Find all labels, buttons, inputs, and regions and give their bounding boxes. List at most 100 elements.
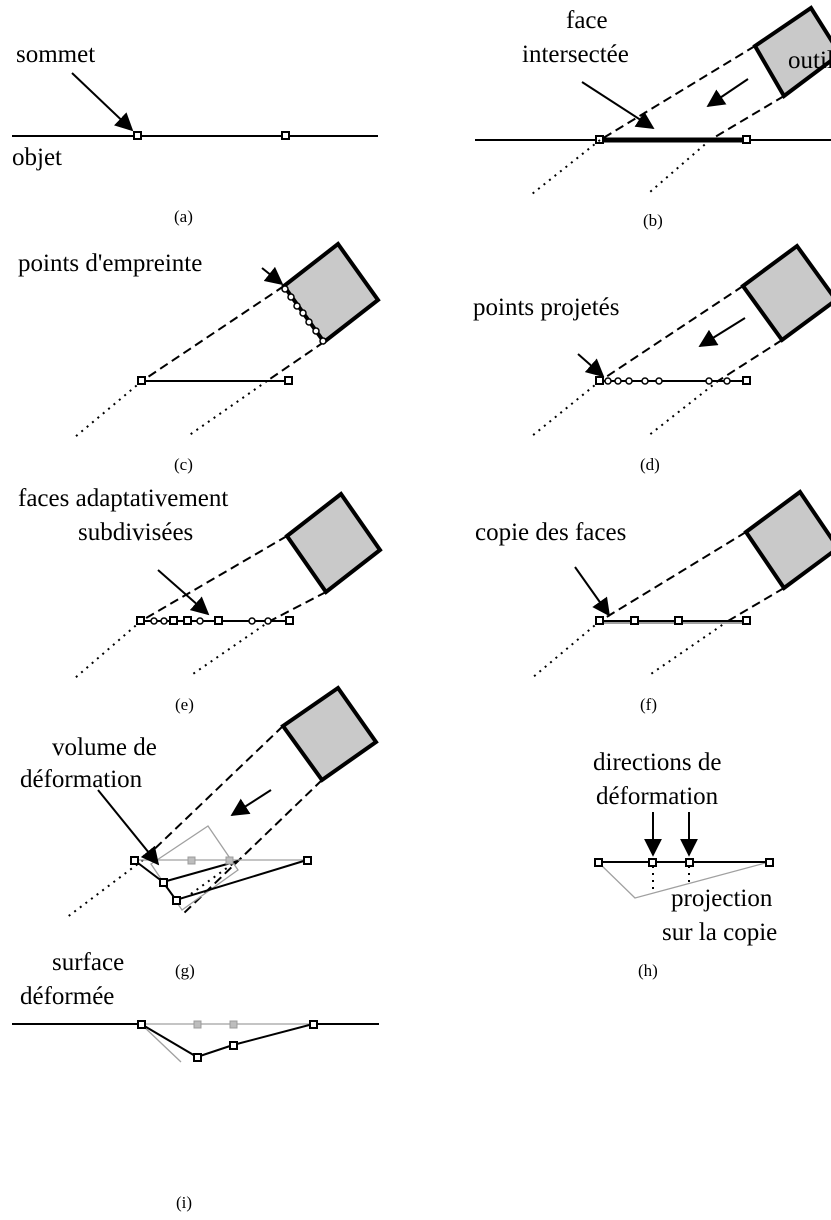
sweep-dashed-line (727, 587, 785, 622)
vertex-marker (742, 376, 751, 385)
sweep-dashed-line (599, 285, 744, 382)
copy-vertex-marker (225, 856, 234, 865)
copy-vertex-marker (229, 1020, 238, 1029)
vertex-marker (595, 376, 604, 385)
original-edge-line (140, 1023, 182, 1063)
projected-arrow (577, 353, 605, 378)
vertex-marker (742, 616, 751, 625)
label-deformation-h: déformation (596, 783, 719, 810)
vertex-marker (594, 858, 603, 867)
vertex-marker (130, 856, 139, 865)
vertex-marker (765, 858, 774, 867)
caption-a: (a) (174, 207, 193, 226)
copy-projection-line (597, 861, 770, 899)
sweep-dotted-line (187, 859, 239, 897)
tool-block (281, 241, 381, 345)
vertex-marker (648, 858, 657, 867)
projected-point (614, 377, 622, 385)
sweep-dashed-line (181, 779, 323, 916)
vertex-marker (159, 878, 168, 887)
panel-g: volume de déformation (g) (20, 685, 379, 980)
sweep-dashed-line (266, 341, 325, 382)
vertex-marker (183, 616, 192, 625)
sweep-dashed-line (709, 95, 785, 141)
copy-arrow (574, 566, 611, 617)
label-sommet: sommet (16, 41, 95, 68)
vertex-marker (137, 376, 146, 385)
imprint-point (312, 327, 320, 335)
label-faces-adaptativement: faces adaptativement (18, 485, 228, 512)
projected-point (625, 377, 633, 385)
copy-vertex-marker (187, 856, 196, 865)
vertex-marker (281, 131, 290, 140)
sweep-dotted-line (647, 620, 729, 677)
label-intersectee: intersectée (522, 41, 629, 68)
subdivision-point (264, 617, 272, 625)
sweep-dotted-line (189, 620, 271, 677)
vertex-marker (674, 616, 683, 625)
sweep-dashed-line (717, 339, 783, 382)
vertex-marker (137, 1020, 146, 1029)
imprint-point (319, 337, 327, 345)
motion-arrow (698, 317, 746, 347)
sweep-dashed-line (140, 535, 288, 622)
sweep-dotted-line (74, 380, 143, 438)
panel-b: face intersectée outil (b) (475, 5, 831, 230)
sweep-dotted-line (187, 380, 268, 437)
subdivision-point (150, 617, 158, 625)
vertex-marker (172, 896, 181, 905)
projected-point (655, 377, 663, 385)
panel-e: faces adaptativement subdivisées (e) (18, 485, 383, 714)
panel-f: copie des faces (f) (475, 489, 831, 714)
tool-block (740, 243, 831, 343)
sweep-dashed-line (142, 725, 284, 861)
volume-arrow (97, 789, 160, 866)
projected-point (641, 377, 649, 385)
sweep-dotted-line (74, 620, 142, 679)
panel-c: points d'empreinte (c) (18, 241, 381, 474)
label-copie-des-faces: copie des faces (475, 519, 626, 546)
imprint-point (293, 302, 301, 310)
vertex-marker (193, 1053, 202, 1062)
sweep-dotted-line (649, 139, 711, 193)
panel-a: sommet objet (a) (12, 41, 378, 226)
vertex-marker (595, 616, 604, 625)
deformed-surface (12, 1023, 379, 1059)
subdivision-point (196, 617, 204, 625)
subdivision-point (248, 617, 256, 625)
motion-arrow (706, 78, 749, 108)
caption-b: (b) (643, 211, 663, 230)
label-sur-la-copie: sur la copie (662, 919, 777, 946)
sweep-dashed-line (599, 531, 747, 622)
projected-point (723, 377, 731, 385)
caption-d: (d) (640, 455, 660, 474)
panel-i: surface déformée (i) (12, 949, 379, 1212)
sweep-dashed-line (141, 285, 285, 382)
vertex-marker (303, 856, 312, 865)
tool-block (752, 5, 831, 99)
copy-vertex-marker (193, 1020, 202, 1029)
caption-e: (e) (175, 695, 194, 714)
label-deformation: déformation (20, 766, 143, 793)
vertex-marker (742, 135, 751, 144)
tool-block (280, 685, 379, 783)
label-outil: outil (788, 47, 831, 74)
tool-block (743, 489, 831, 591)
sweep-dotted-line (531, 620, 601, 679)
caption-g: (g) (175, 961, 195, 980)
caption-f: (f) (640, 695, 657, 714)
label-projection: projection (671, 885, 773, 912)
label-surface: surface (52, 949, 124, 976)
vertex-marker (685, 858, 694, 867)
projected-point (705, 377, 713, 385)
panel-d: points projetés (d) (473, 243, 831, 474)
panel-h: directions de déformation projection sur… (593, 749, 777, 980)
vertex-marker (309, 1020, 318, 1029)
caption-h: (h) (638, 961, 658, 980)
subdivision-arrow (157, 569, 210, 616)
vertex-marker (630, 616, 639, 625)
sweep-dotted-line (531, 380, 601, 437)
vertex-marker (133, 131, 142, 140)
deformed-profile (133, 859, 308, 902)
